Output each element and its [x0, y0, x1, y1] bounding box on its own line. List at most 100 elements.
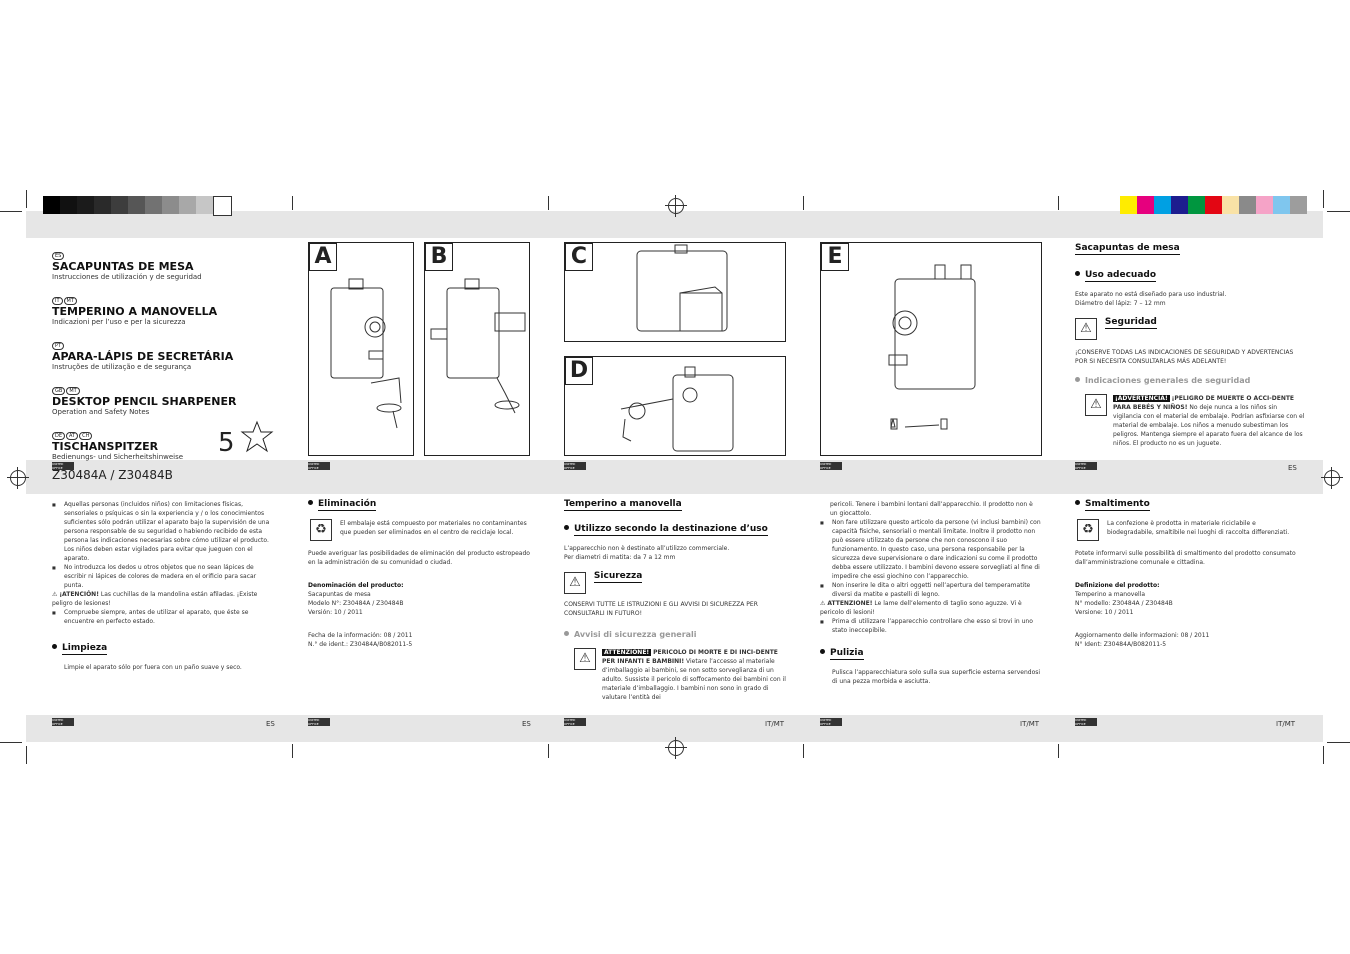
body-text: Potete informarvi sulle possibilità di s… [1075, 550, 1296, 566]
section-heading: Uso adecuado [1085, 270, 1157, 282]
warning-icon: ⚠ [820, 600, 826, 607]
united-office-logo: UNITED OFFICE [1075, 462, 1097, 470]
cover-subtitle: Bedienungs- und Sicherheitshinweise [52, 453, 184, 461]
body-text: Pulisca l’apparecchiatura solo sulla sua… [832, 669, 1041, 685]
united-office-logo: UNITED OFFICE [564, 718, 586, 726]
body-text: N° modello: Z30484A / Z30484B [1075, 600, 1173, 607]
bullet-icon [820, 649, 825, 654]
fold-mark [292, 196, 293, 210]
crop-line [1323, 190, 1324, 208]
recycle-icon: ♻ [310, 519, 332, 541]
page-language: IT/MT [765, 720, 785, 728]
child-hazard-icon: ⚠ [574, 648, 596, 670]
body-text: Sacapuntas de mesa [308, 591, 371, 598]
cover-subtitle: Operation and Safety Notes [52, 408, 150, 416]
section-heading: Pulizia [830, 648, 864, 660]
cover-subtitle: Indicazioni per l’uso e per la sicurezza [52, 318, 186, 326]
color-swatch [1273, 196, 1290, 214]
bullet-icon [1075, 271, 1080, 276]
attention-line: ⚠ ¡ATENCIÓN! Las cuchillas de la mandoli… [52, 590, 272, 608]
warning-icon: ⚠ [52, 591, 58, 598]
color-swatch [1290, 196, 1307, 214]
united-office-logo: UNITED OFFICE [52, 462, 74, 470]
language-flag: ES [52, 252, 65, 260]
body-text: Versione: 10 / 2011 [1075, 609, 1134, 616]
figure-panel-e: E [820, 242, 1042, 456]
panel-label: E [821, 243, 849, 271]
gray-swatch [196, 196, 213, 214]
product-label: Denominación del producto: [308, 582, 404, 589]
section-heading: Utilizzo secondo la destinazione d’uso [574, 524, 768, 536]
language-flag: PT [52, 342, 65, 350]
figure-panel-a: A [308, 242, 414, 456]
fold-mark [1058, 196, 1059, 210]
page-language: ES [1288, 464, 1297, 472]
warning-bold-text: ATTENZIONE! [827, 600, 873, 607]
language-flag: DE [52, 432, 66, 440]
body-text: Las cuchillas de la mandolina están afil… [52, 591, 258, 607]
section-heading: Sacapuntas de mesa [1075, 243, 1180, 255]
crop-line [1327, 742, 1350, 743]
crop-line [0, 211, 22, 212]
panel-label: D [565, 357, 593, 385]
registration-mark-bottom [665, 737, 687, 759]
recycle-icon: ♻ [1077, 519, 1099, 541]
body-text: CONSERVI TUTTE LE ISTRUZIONI E GLI AVVIS… [564, 601, 758, 617]
spanish-safety-column: Sacapuntas de mesa Uso adecuado Este apa… [1075, 244, 1305, 448]
crop-line [0, 742, 22, 743]
product-label: Definizione del prodotto: [1075, 582, 1160, 589]
body-text: ¡CONSERVE TODAS LAS INDICACIONES DE SEGU… [1075, 349, 1294, 365]
united-office-logo: UNITED OFFICE [820, 462, 842, 470]
registration-mark-right [1321, 467, 1343, 489]
fold-mark [803, 196, 804, 210]
language-flag: MT [66, 387, 80, 395]
body-text: Puede averiguar las posibilidades de eli… [308, 550, 530, 566]
body-text: N° Ident: Z30484A/B082011-5 [1075, 641, 1167, 648]
top-color-band [26, 211, 1323, 238]
language-flags: PT [52, 332, 287, 351]
gray-swatch [111, 196, 128, 214]
warning-tag: ¡ADVERTENCIA! [1113, 395, 1170, 402]
fold-mark [803, 744, 804, 758]
body-text: Limpie el aparato sólo por fuera con un … [64, 664, 242, 671]
page-5-column: Smaltimento ♻ La confezione è prodotta i… [1075, 500, 1301, 649]
cover-title: APARA-LÁPIS DE SECRETÁRIA [52, 350, 234, 363]
list-item: Compruebe siempre, antes de utilizar el … [52, 608, 272, 626]
warning-bold-text: ¡ATENCIÓN! [59, 591, 99, 598]
language-flag: MT [63, 297, 77, 305]
crop-line [1323, 746, 1324, 764]
fold-mark [548, 196, 549, 210]
section-heading: Smaltimento [1085, 499, 1150, 511]
warning-tag: ATTENZIONE! [602, 649, 652, 656]
bullet-icon [1075, 377, 1080, 382]
cover-title: SACAPUNTAS DE MESA [52, 260, 194, 273]
body-text: Modelo N°: Z30484A / Z30484B [308, 600, 404, 607]
panel-label: B [425, 243, 453, 271]
fold-mark [548, 744, 549, 758]
body-text: Le lame dell’elemento di taglio sono agu… [820, 600, 1022, 616]
section-heading: Sicurezza [593, 571, 643, 583]
gray-swatch [179, 196, 196, 214]
model-number: Z30484A / Z30484B [52, 468, 173, 482]
bullet-icon [564, 631, 569, 636]
body-text: Este aparato no está diseñado para uso i… [1075, 291, 1227, 298]
united-office-logo: UNITED OFFICE [820, 718, 842, 726]
section-heading: Eliminación [318, 499, 377, 511]
list-item: Non fare utilizzare questo articolo da p… [820, 518, 1042, 581]
middle-band [26, 460, 1323, 494]
list-item: Aquellas personas (incluidos niños) con … [52, 500, 272, 563]
attention-line: ⚠ ATTENZIONE! Le lame dell’elemento di t… [820, 599, 1042, 617]
language-flag: GB [52, 387, 66, 395]
color-swatch [1205, 196, 1222, 214]
list-item: No introduzca los dedos u otros objetos … [52, 563, 272, 590]
bottom-band [26, 715, 1323, 742]
united-office-logo: UNITED OFFICE [52, 718, 74, 726]
body-text: L’apparecchio non è destinato all’utiliz… [564, 545, 730, 552]
gray-swatch [145, 196, 162, 214]
figure-panel-b: B [424, 242, 530, 456]
bullet-icon [308, 500, 313, 505]
bullet-icon [52, 644, 57, 649]
gray-swatch [213, 196, 232, 216]
